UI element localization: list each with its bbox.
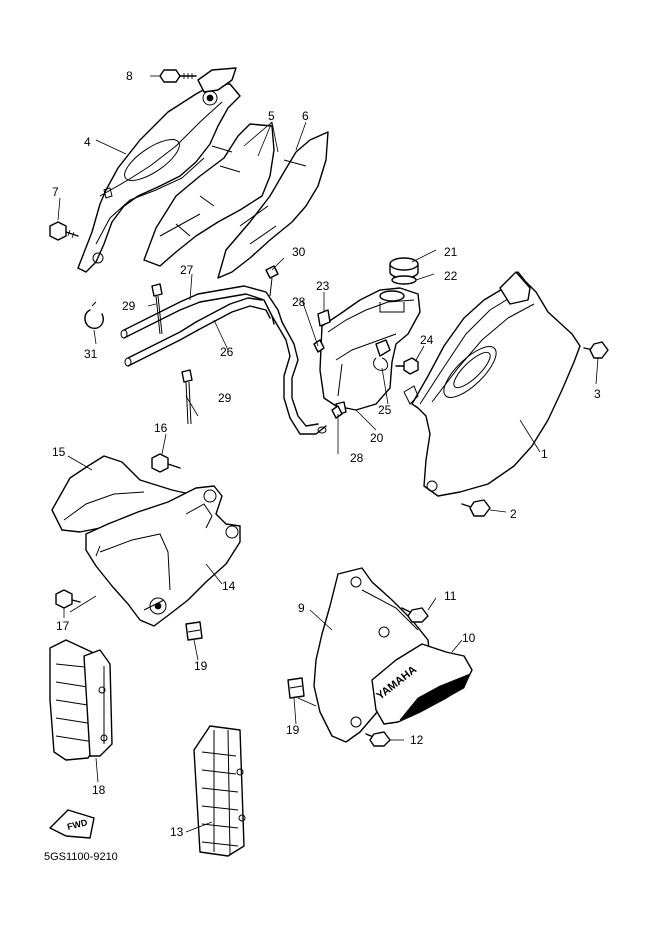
radiator-guard-13-part xyxy=(193,725,246,857)
bolt-8-part xyxy=(159,69,197,83)
callout-13: 13 xyxy=(170,825,184,839)
bolt-11-part xyxy=(401,607,429,623)
breather-hose-27-part xyxy=(123,285,283,339)
breather-hose-26-part xyxy=(120,297,327,435)
callout-19-right: 19 xyxy=(286,723,300,737)
leader-lines xyxy=(57,75,599,833)
band-25-part xyxy=(373,357,389,371)
shroud-14-part xyxy=(85,485,241,627)
callout-12: 12 xyxy=(410,733,424,747)
callout-22: 22 xyxy=(444,269,458,283)
callout-15: 15 xyxy=(52,445,66,459)
callout-31: 31 xyxy=(84,347,98,361)
callout-2: 2 xyxy=(510,507,517,521)
bolt-2-part xyxy=(461,499,491,517)
callout-29-bottom: 29 xyxy=(218,391,232,405)
cable-tie-29b-part xyxy=(181,369,193,425)
callout-28-top: 28 xyxy=(292,295,306,309)
callout-18: 18 xyxy=(92,783,106,797)
side-cover-left-part xyxy=(77,67,241,273)
hose-clamp-28-part xyxy=(313,339,343,419)
clip-23-part xyxy=(317,309,331,327)
nut-19a-part xyxy=(185,621,203,641)
callout-16: 16 xyxy=(154,421,168,435)
clip-30-part xyxy=(265,265,279,297)
callout-3: 3 xyxy=(594,387,601,401)
callout-numbers: 1 2 3 4 5 6 7 8 9 10 11 12 13 14 15 16 1… xyxy=(52,69,601,839)
callout-28-bottom: 28 xyxy=(350,451,364,465)
callout-9: 9 xyxy=(298,601,305,615)
callout-29-top: 29 xyxy=(122,299,136,313)
cable-tie-29a-part xyxy=(151,283,163,335)
callout-23: 23 xyxy=(316,279,330,293)
callout-5: 5 xyxy=(268,109,275,123)
callout-30: 30 xyxy=(292,245,306,259)
clip-31-part xyxy=(84,301,104,329)
nut-19b-part xyxy=(287,677,305,699)
bolt-24-part xyxy=(395,357,419,375)
callout-7: 7 xyxy=(52,185,59,199)
callout-20: 20 xyxy=(370,431,384,445)
bolt-12-part xyxy=(365,731,391,747)
callout-6: 6 xyxy=(302,109,309,123)
callout-10: 10 xyxy=(462,631,476,645)
forward-direction-arrow: FWD xyxy=(49,809,95,839)
side-panel-6-part xyxy=(217,131,329,279)
callout-26: 26 xyxy=(220,345,234,359)
callout-27: 27 xyxy=(180,263,194,277)
callout-21: 21 xyxy=(444,245,458,259)
gasket-22-part xyxy=(391,275,417,285)
callout-11: 11 xyxy=(444,589,457,603)
callout-25: 25 xyxy=(378,403,392,417)
catalog-code: 5GS1100-9210 xyxy=(44,851,118,863)
callout-1: 1 xyxy=(541,447,548,461)
bolt-17-part xyxy=(55,589,81,609)
callout-19-left: 19 xyxy=(194,659,208,673)
shroud-10-part: YAMAHA xyxy=(371,643,473,725)
callout-14: 14 xyxy=(222,579,236,593)
callout-17: 17 xyxy=(56,619,70,633)
tank-20-part xyxy=(319,287,421,415)
callout-24: 24 xyxy=(420,333,434,347)
bolt-16-part xyxy=(151,453,181,473)
callout-4: 4 xyxy=(84,135,91,149)
bolt-3-part xyxy=(583,341,609,359)
callout-8: 8 xyxy=(126,69,133,83)
side-panel-5-part xyxy=(143,123,275,267)
side-cover-right-part xyxy=(403,271,581,497)
bolt-7-part xyxy=(49,221,79,241)
fwd-label: FWD xyxy=(66,817,89,832)
radiator-guard-18-part xyxy=(49,639,113,761)
